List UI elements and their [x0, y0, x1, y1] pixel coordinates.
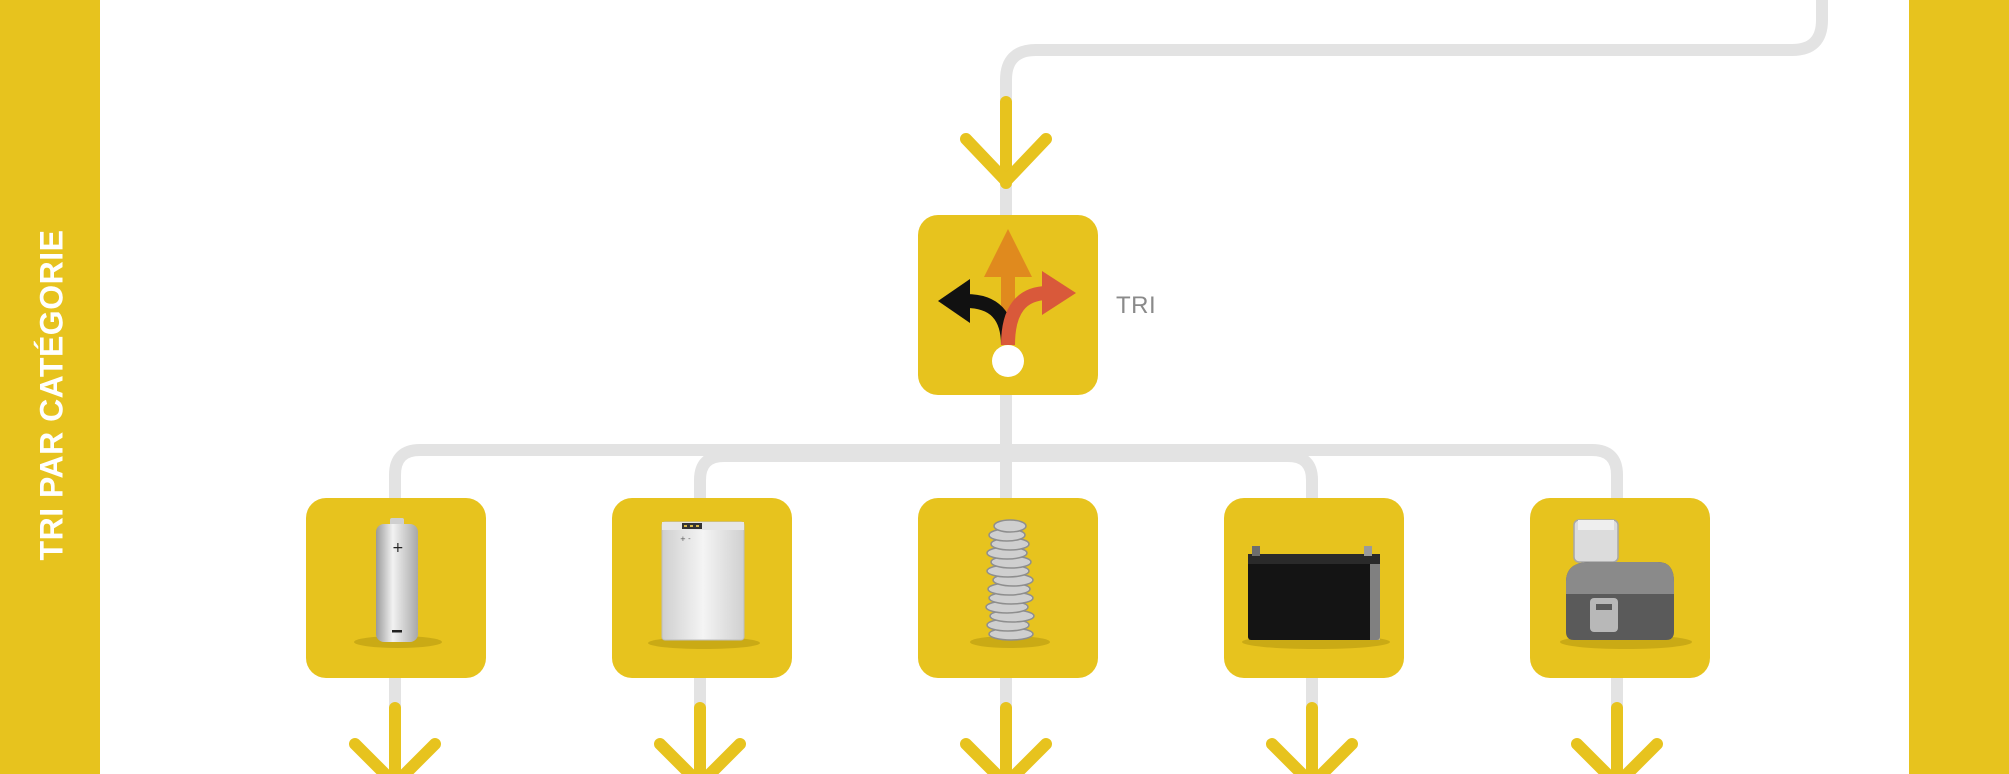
category-tile-button-cells[interactable] — [918, 498, 1098, 678]
right-band — [1909, 0, 2009, 774]
arrow-down-icon-1 — [349, 702, 441, 774]
cylindrical-battery-icon: + — [354, 518, 442, 648]
category-tile-rectangular[interactable]: + - — [612, 498, 792, 678]
arrow-into-sort-icon — [960, 96, 1052, 189]
sort-node-label: TRI — [1116, 292, 1157, 319]
category-tile-lead-acid[interactable] — [1224, 498, 1404, 678]
fork-arrows-icon — [938, 229, 1076, 377]
arrow-down-icon-4 — [1266, 702, 1358, 774]
button-cell-stack-icon — [970, 519, 1050, 648]
category-tile-cylindrical[interactable]: + — [306, 498, 486, 678]
incoming-connector — [1000, 0, 1828, 221]
arrow-down-icon-2 — [654, 702, 746, 774]
left-band — [0, 0, 100, 774]
power-tool-battery-icon — [1560, 519, 1692, 649]
lead-acid-battery-icon — [1242, 546, 1390, 649]
rectangular-battery-icon: + - — [648, 521, 760, 649]
sort-node[interactable] — [918, 215, 1098, 395]
arrow-down-icon-5 — [1571, 702, 1663, 774]
svg-text:+ -: + - — [680, 535, 691, 543]
category-tile-power-tool[interactable] — [1530, 498, 1710, 678]
arrow-down-icon-3 — [960, 702, 1052, 774]
svg-text:+: + — [392, 540, 404, 556]
